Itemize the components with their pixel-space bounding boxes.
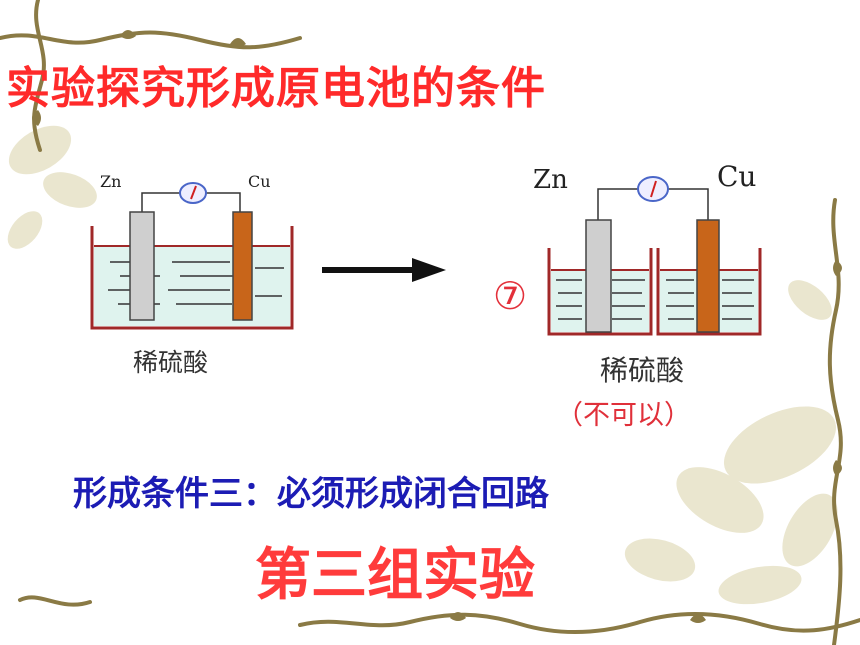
copper-electrode <box>232 211 253 321</box>
right-cu-label: Cu <box>717 160 757 193</box>
zinc-electrode <box>129 211 155 321</box>
group-heading: 第三组实验 <box>255 543 535 608</box>
vine-leaves <box>32 30 842 623</box>
wire-circuit <box>141 192 241 212</box>
right-solution-label: 稀硫酸 <box>600 354 685 387</box>
galvanometer-icon <box>179 182 207 204</box>
zinc-electrode-right <box>585 219 612 333</box>
condition-text: 形成条件三：必须形成闭合回路 <box>73 474 549 514</box>
left-cu-label: Cu <box>248 172 271 191</box>
case-number: ⑦ <box>493 274 528 318</box>
right-cell-diagram <box>547 176 762 336</box>
copper-electrode-right <box>696 219 720 333</box>
leaf-decoration <box>7 125 838 605</box>
arrow-right-icon <box>322 258 446 282</box>
galvanometer-icon-right <box>637 176 669 202</box>
wire-circuit-right <box>597 188 709 220</box>
result-label: （不可以） <box>556 400 691 431</box>
slide-title: 实验探究形成原电池的条件 <box>6 63 546 114</box>
left-zn-label: Zn <box>100 172 122 191</box>
right-zn-label: Zn <box>533 165 568 195</box>
left-cell-diagram <box>90 182 294 330</box>
left-beaker <box>90 226 294 330</box>
left-solution-label: 稀硫酸 <box>133 348 209 377</box>
